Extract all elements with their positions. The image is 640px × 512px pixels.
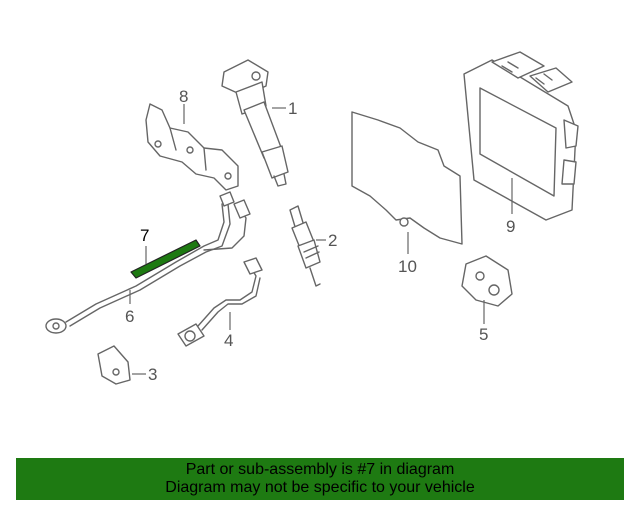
callout-5: 5: [479, 325, 488, 344]
oxygen-sensor-part: [177, 257, 263, 347]
bracket-part: [145, 103, 239, 191]
mount-block-part: [461, 255, 513, 307]
callout-4: 4: [224, 331, 233, 350]
callout-6: 6: [125, 307, 134, 326]
callout-10: 10: [398, 257, 417, 276]
banner-line-1: Part or sub-assembly is #7 in diagram: [185, 461, 455, 478]
small-bracket-part: [97, 345, 131, 385]
harness-cover-highlight: [130, 239, 201, 279]
callout-1: 1: [288, 99, 297, 118]
ecm-part: [463, 51, 579, 221]
banner-line-2: Diagram may not be specific to your vehi…: [165, 479, 475, 496]
callout-2: 2: [328, 231, 337, 250]
leader-lines: [129, 104, 513, 375]
callout-7: 7: [140, 226, 149, 245]
connector-cable-part: [203, 199, 251, 251]
spark-plug-part: [289, 205, 321, 287]
callout-9: 9: [506, 217, 515, 236]
cover-plate-part: [351, 111, 463, 245]
ignition-coil-part: [221, 59, 289, 187]
info-banner: Part or sub-assembly is #7 in diagram Di…: [16, 458, 624, 500]
callout-3: 3: [148, 365, 157, 384]
callout-8: 8: [179, 87, 188, 106]
knock-sensor-part: [45, 191, 235, 334]
